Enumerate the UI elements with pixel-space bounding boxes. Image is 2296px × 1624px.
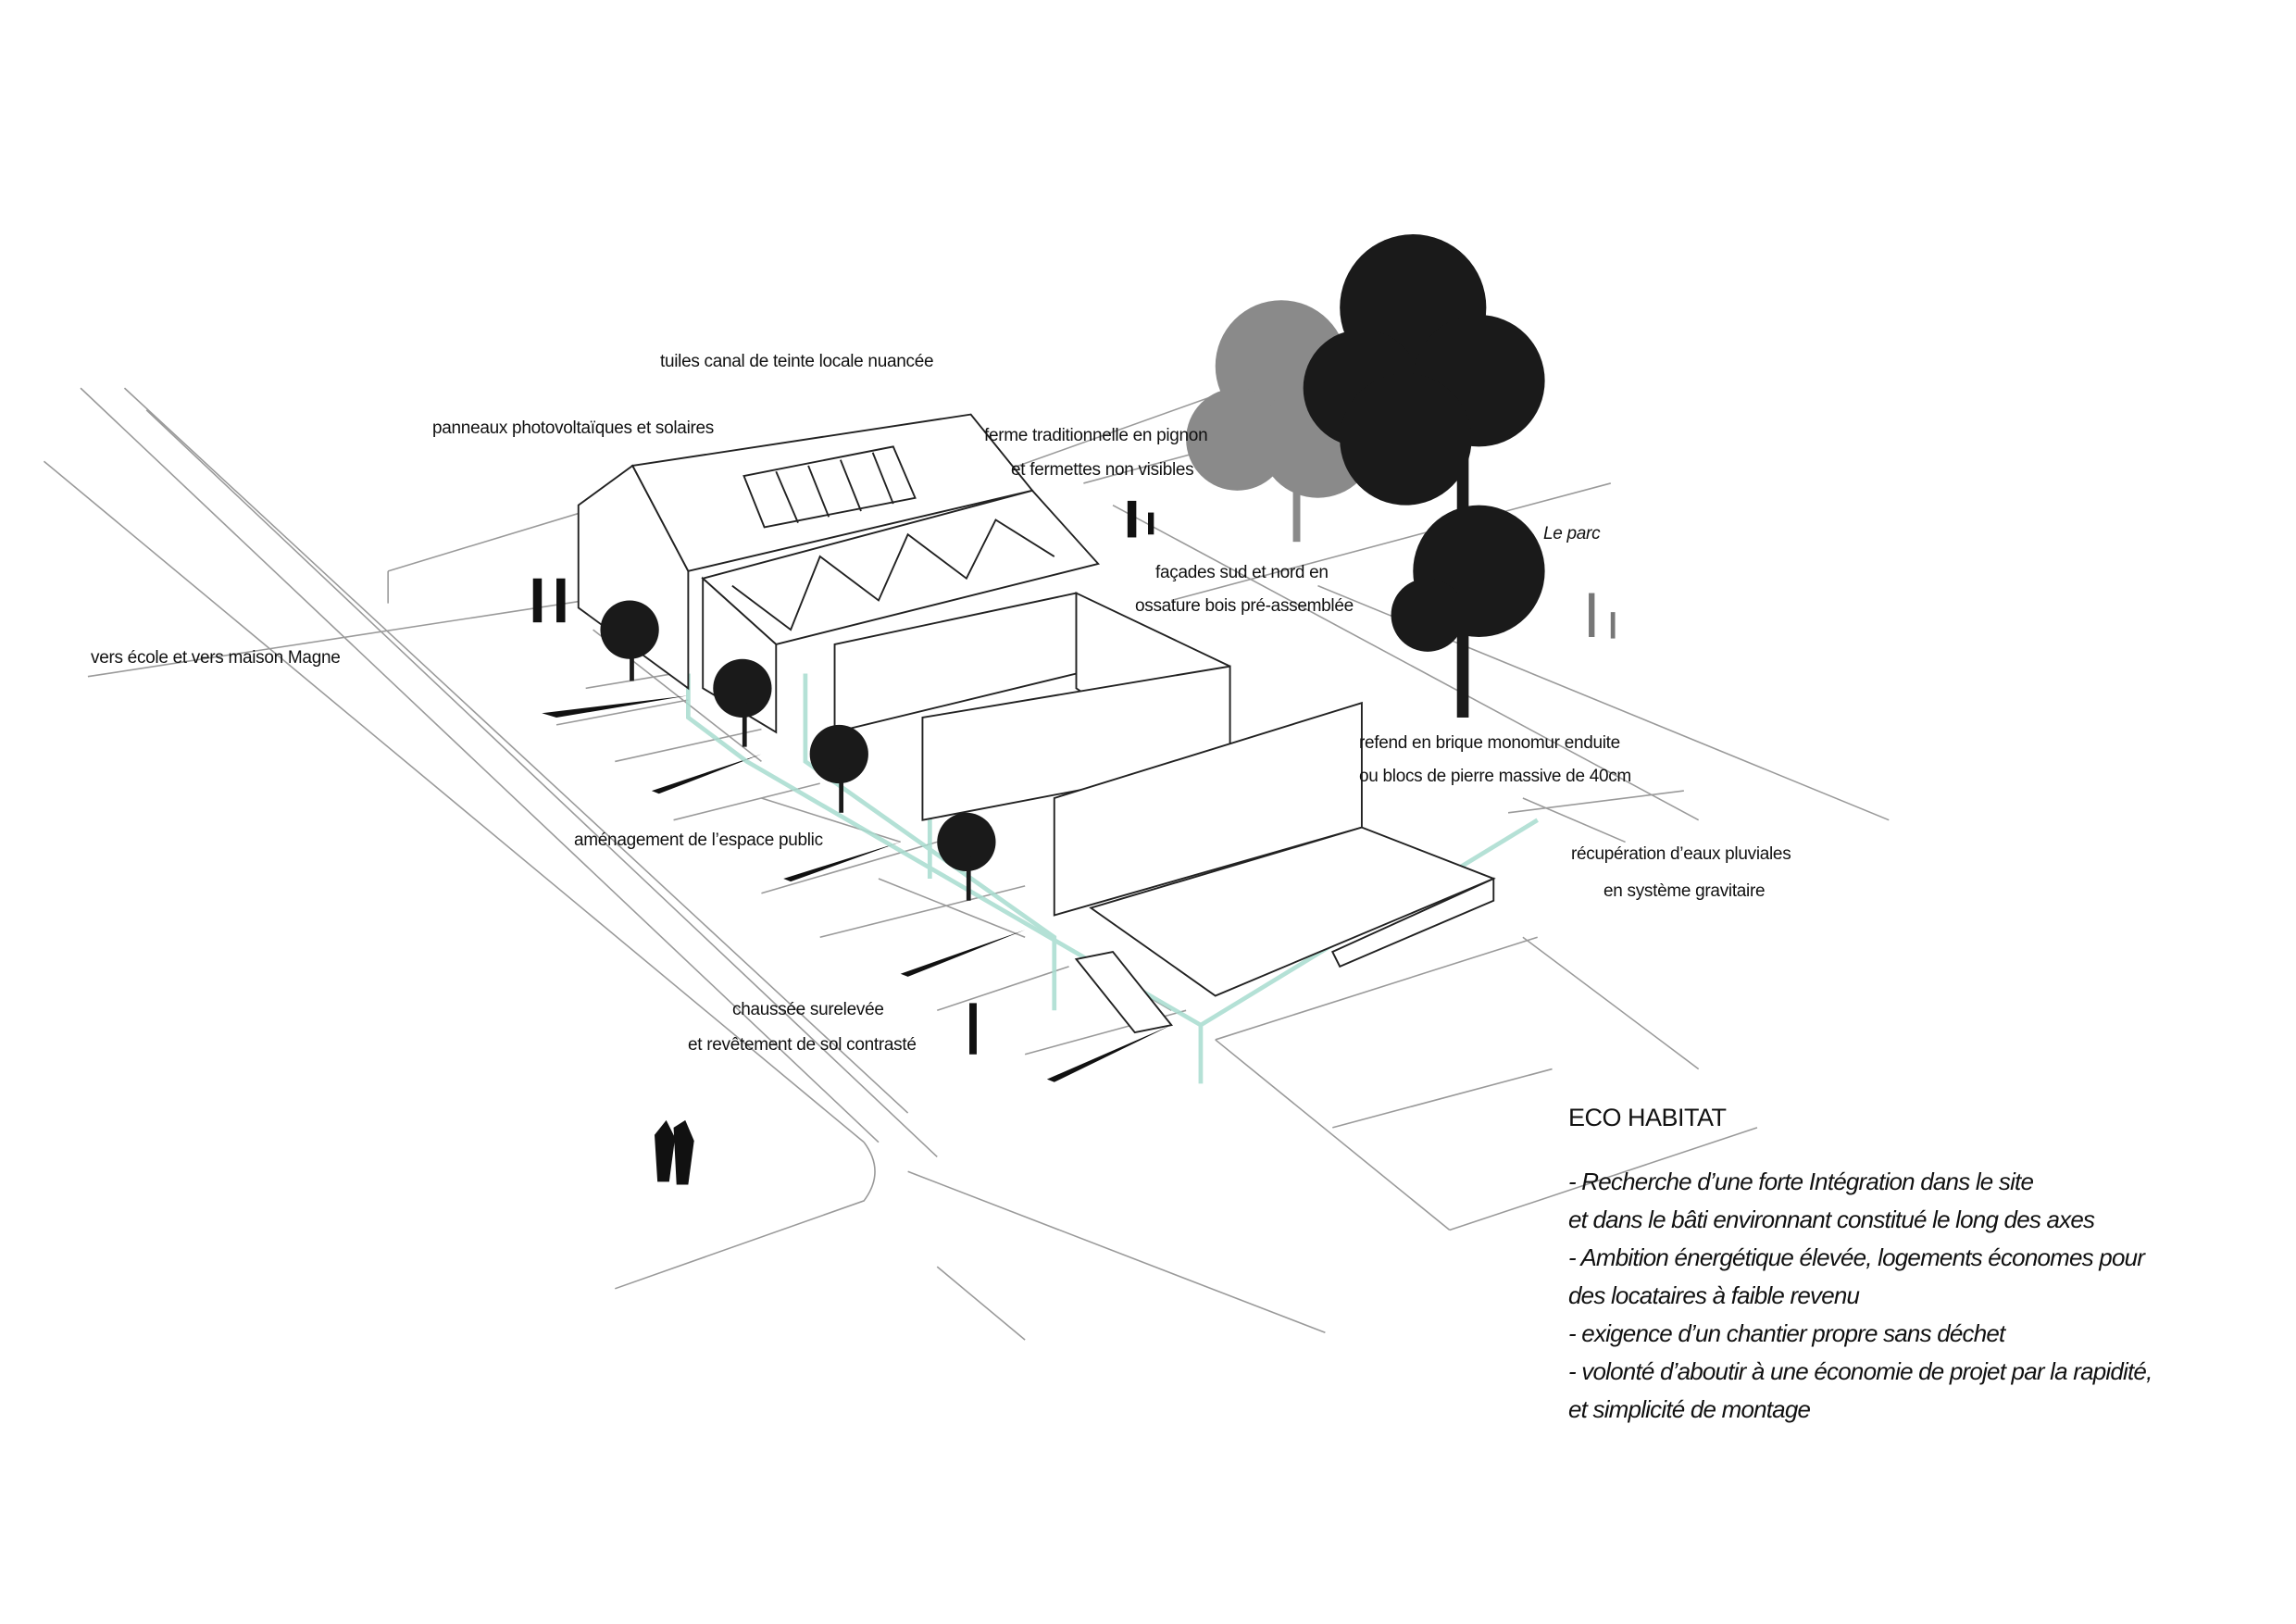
label-wall-2: ou blocs de pierre massive de 40cm [1359,767,1631,786]
eco-line: et simplicité de montage [1568,1395,1811,1423]
eco-line: et dans le bâti environnant constitué le… [1568,1206,2095,1233]
eco-line: - exigence d’un chantier propre sans déc… [1568,1319,2005,1347]
label-road-2: et revêtement de sol contrasté [688,1035,917,1055]
label-rainwater-1: récupération d’eaux pluviales [1571,844,1791,864]
label-truss-2: et fermettes non visibles [1011,460,1194,480]
label-truss-1: ferme traditionnelle en pignon [984,426,1208,445]
label-facades-1: façades sud et nord en [1155,563,1329,582]
eco-line: - volonté d’aboutir à une économie de pr… [1568,1357,2152,1385]
site-lines [43,380,1890,1341]
tree-dark-large [1303,234,1545,718]
label-tiles: tuiles canal de teinte locale nuancée [660,352,934,371]
label-wall-1: refend en brique monomur enduite [1359,733,1620,753]
trees [600,234,1545,901]
building [577,413,1496,1034]
label-panels: panneaux photovoltaïques et solaires [432,418,714,438]
label-rainwater-2: en système gravitaire [1603,881,1766,901]
eco-line: - Recherche d’une forte Intégration dans… [1568,1168,2034,1195]
eco-line: des locataires à faible revenu [1568,1281,1860,1309]
eco-habitat-title: ECO HABITAT [1568,1104,1727,1131]
label-park: Le parc [1543,524,1601,543]
eco-habitat-list: - Recherche d’une forte Intégration dans… [1568,1163,2152,1429]
eco-line: - Ambition énergétique élevée, logements… [1568,1243,2145,1271]
label-school: vers école et vers maison Magne [91,648,341,668]
label-facades-2: ossature bois pré-assemblée [1135,596,1354,616]
people [532,500,1616,1185]
label-public-space: aménagement de l’espace public [574,831,823,850]
wedges [542,695,1172,1082]
label-road-1: chaussée surelevée [732,1000,884,1019]
